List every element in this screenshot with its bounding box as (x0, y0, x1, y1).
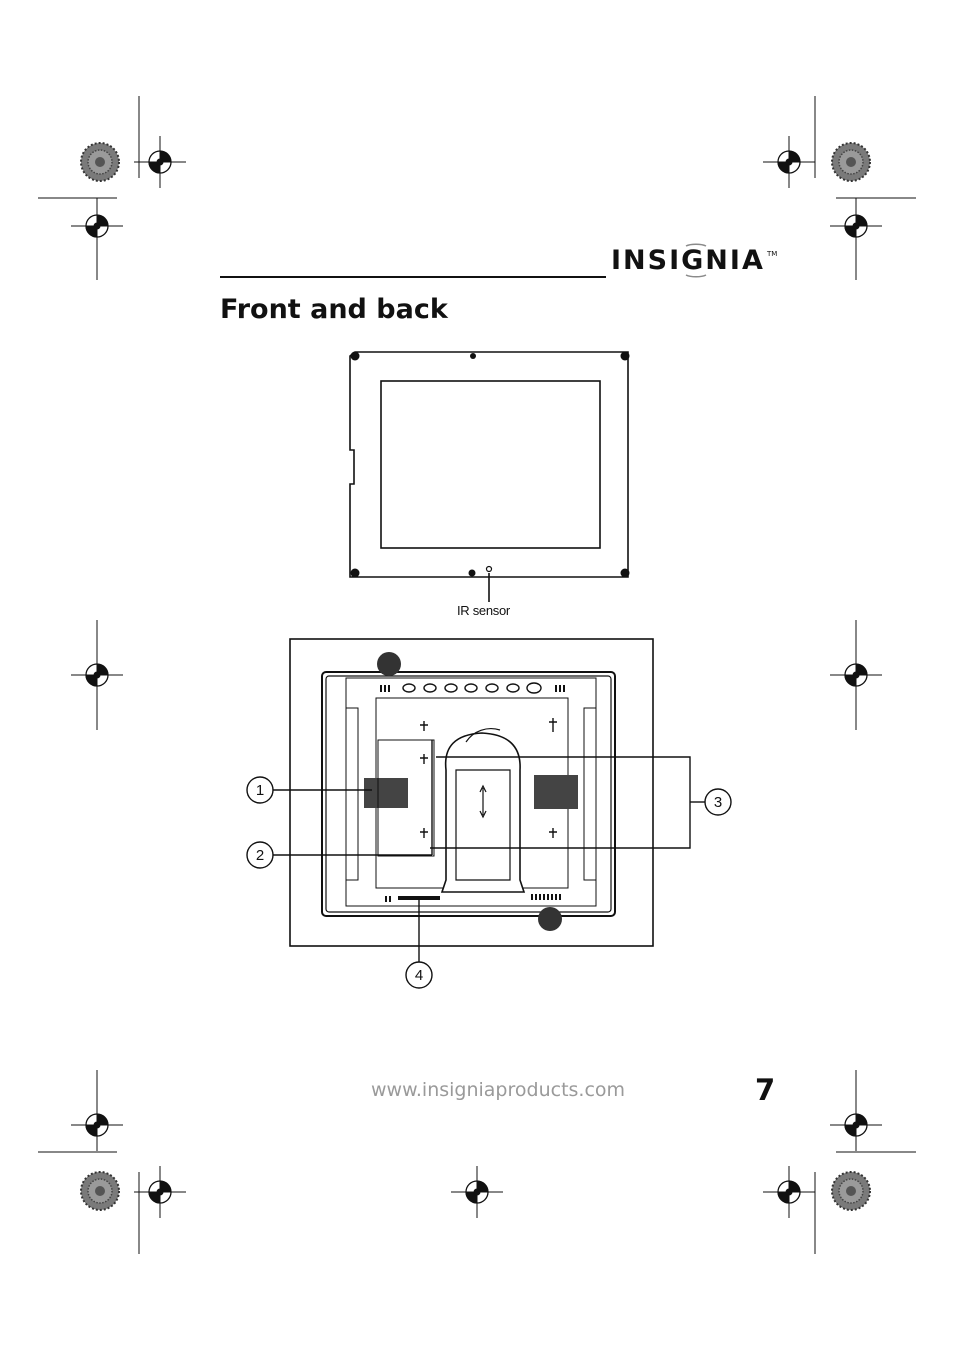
control-buttons (402, 682, 542, 694)
star-target-mark (80, 142, 120, 182)
star-target-mark (831, 1171, 871, 1211)
callout-4: 4 (405, 961, 433, 989)
ir-sensor-dot (485, 565, 493, 573)
corner-screw (350, 351, 360, 361)
star-target-mark (80, 1171, 120, 1211)
front-view-frame (349, 351, 630, 602)
page-title: Front and back (220, 294, 448, 325)
callout-1-number: 1 (256, 782, 264, 799)
trademark-symbol: TM (767, 250, 778, 258)
registration-mark (762, 135, 816, 189)
registration-mark (762, 1165, 816, 1219)
callout-3-number: 3 (714, 794, 722, 811)
speaker-grille-right (534, 775, 578, 809)
rubber-foot (538, 907, 562, 931)
callout-4-number: 4 (415, 967, 423, 984)
registration-mark (133, 1165, 187, 1219)
back-view: 1 2 3 4 (246, 638, 732, 989)
callout-2: 2 (246, 841, 274, 869)
callout-2-number: 2 (256, 847, 264, 864)
corner-screw (620, 568, 630, 578)
wall-hooks (420, 718, 557, 838)
bottom-screw (468, 569, 476, 577)
ir-sensor-label: IR sensor (457, 603, 510, 618)
rubber-foot (377, 652, 401, 676)
top-screw (470, 353, 476, 359)
brand-logo: INSIGNIA (611, 245, 765, 276)
registration-mark (133, 135, 187, 189)
callout-3: 3 (704, 788, 732, 816)
corner-screw (620, 351, 630, 361)
header-rule (220, 276, 606, 278)
footer-url: www.insigniaproducts.com (371, 1079, 626, 1101)
star-target-mark (831, 142, 871, 182)
speaker-grille-left (364, 778, 408, 808)
registration-mark (450, 1165, 504, 1219)
corner-screw (350, 568, 360, 578)
page-number: 7 (755, 1073, 776, 1107)
front-screen (380, 380, 601, 549)
logo-ring (685, 243, 707, 278)
callout-1: 1 (246, 776, 274, 804)
